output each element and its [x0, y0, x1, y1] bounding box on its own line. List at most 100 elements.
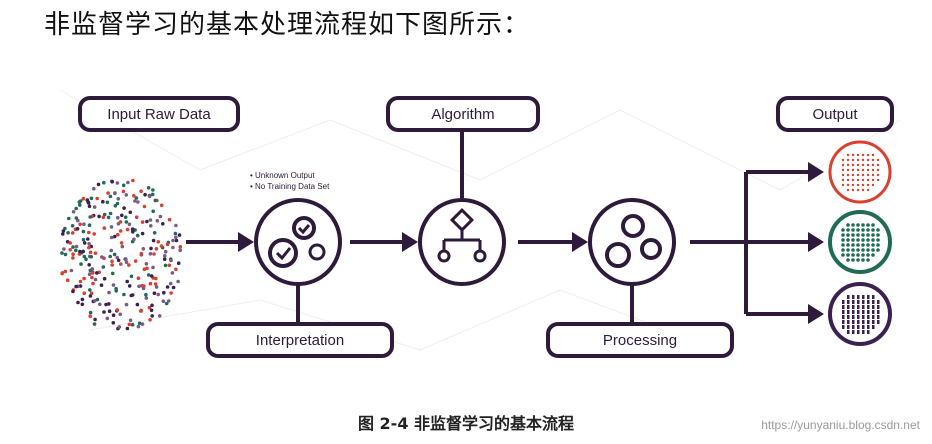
data-point: [122, 292, 126, 297]
cluster-dot: [846, 158, 850, 162]
cluster-dot: [871, 183, 875, 187]
processing-box: Processing: [546, 322, 734, 358]
cluster-dot: [872, 320, 875, 324]
data-point: [133, 259, 138, 263]
data-point: [125, 279, 129, 284]
data-point: [68, 241, 72, 245]
cluster-dot: [847, 295, 850, 299]
cluster-dot: [861, 243, 865, 247]
data-point: [67, 216, 71, 221]
note-item: • Unknown Output: [250, 171, 315, 180]
data-point: [151, 265, 155, 270]
data-point: [168, 281, 173, 286]
data-point: [82, 291, 86, 296]
cluster-dot: [866, 153, 870, 157]
data-point: [87, 272, 92, 277]
cluster-dot: [846, 253, 850, 257]
data-point: [162, 257, 167, 262]
cluster-dot: [857, 305, 860, 309]
cluster-dot: [841, 243, 845, 247]
data-point: [105, 200, 110, 205]
cluster-dot: [866, 248, 870, 252]
cluster-dot: [841, 238, 845, 242]
data-point: [71, 256, 75, 260]
data-point: [154, 247, 159, 251]
data-point: [102, 180, 106, 185]
cluster-dot: [851, 238, 855, 242]
cluster-dot: [852, 330, 855, 334]
data-point: [74, 248, 78, 253]
data-point: [71, 210, 76, 214]
cluster-dot: [842, 300, 845, 304]
arrow-head: [238, 232, 254, 252]
data-point: [144, 262, 149, 266]
arrow-head: [402, 232, 418, 252]
cluster-dot: [846, 258, 850, 262]
cluster-dot: [857, 330, 860, 334]
cluster-dot: [846, 243, 850, 247]
data-point: [115, 255, 119, 260]
cluster-dot: [876, 233, 880, 237]
cluster-dot: [846, 223, 850, 227]
data-point: [127, 263, 131, 267]
cluster-dot: [872, 305, 875, 309]
data-point: [147, 194, 152, 199]
data-point: [115, 308, 120, 312]
cluster-dot: [866, 253, 870, 257]
data-point: [76, 300, 80, 305]
cluster-dot: [846, 173, 850, 177]
data-point: [89, 291, 94, 296]
data-point: [124, 193, 129, 197]
data-point: [79, 262, 83, 266]
data-point: [93, 299, 97, 303]
data-point: [149, 308, 154, 313]
data-point: [101, 265, 106, 269]
cluster-dot: [862, 330, 865, 334]
data-point: [107, 302, 111, 306]
data-point: [100, 255, 104, 259]
data-point: [62, 247, 66, 251]
cluster-dot: [856, 253, 860, 257]
data-point: [118, 312, 122, 317]
cluster-dot: [847, 325, 850, 329]
data-point: [92, 322, 97, 326]
data-point: [174, 267, 178, 272]
cluster-dot: [871, 253, 875, 257]
page-heading: 非监督学习的基本处理流程如下图所示：: [44, 10, 531, 40]
data-point: [78, 203, 82, 207]
data-point: [166, 299, 171, 303]
cluster-dot: [852, 300, 855, 304]
data-point: [152, 291, 157, 296]
cluster-dot: [846, 188, 850, 192]
data-point: [113, 204, 118, 208]
data-point: [153, 198, 158, 203]
data-point: [89, 196, 94, 201]
cluster-dot: [871, 178, 875, 182]
cluster-dot: [842, 325, 845, 329]
cluster-dot: [851, 183, 855, 187]
data-point: [152, 231, 157, 235]
cluster-dot: [841, 178, 845, 182]
cluster-dot: [856, 158, 860, 162]
cluster-dot: [842, 305, 845, 309]
cluster-dot: [867, 300, 870, 304]
data-point: [169, 258, 173, 263]
data-point: [136, 276, 141, 281]
cluster-dot: [866, 258, 870, 262]
data-point: [91, 281, 95, 286]
arrow-head: [808, 232, 824, 252]
data-point: [167, 263, 172, 268]
data-point: [163, 249, 168, 254]
data-point: [140, 220, 145, 224]
data-point: [82, 241, 87, 245]
cluster-dot: [851, 153, 855, 157]
cluster-dot: [847, 320, 850, 324]
data-point: [87, 242, 91, 246]
arrow-head: [808, 162, 824, 182]
data-point: [102, 276, 107, 281]
data-point: [132, 194, 136, 198]
data-point: [115, 201, 120, 206]
data-point: [127, 322, 132, 327]
data-point: [136, 324, 141, 329]
data-point: [110, 263, 114, 267]
